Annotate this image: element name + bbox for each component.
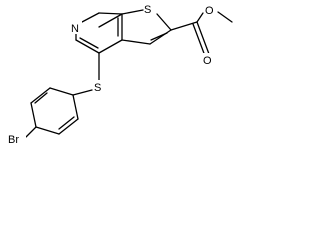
bond-ar5-ar6-double (58, 116, 75, 130)
bond-carbonyl-o-double-b (192, 23, 206, 57)
bond-ar4-br (25, 126, 37, 138)
methyl-ester-group (170, 11, 233, 57)
bond-s-c2 (156, 13, 172, 31)
bond-carbonyl-o-double-a (196, 21, 210, 55)
bond-c7-c7a-top (98, 12, 123, 15)
atom-labels: N S S O O Br (8, 2, 215, 146)
bond-c3-c3a (121, 39, 151, 45)
bond-c7a-s (121, 9, 144, 15)
bond-s-aryl (72, 89, 93, 96)
bond-c3a-c4 (98, 39, 123, 54)
bond-c6-c7a (98, 13, 123, 28)
bond-ar5-ar6 (58, 118, 79, 135)
bond-c4-c5 (75, 39, 100, 54)
nitrogen-label: N (71, 23, 79, 35)
molecule-structure-diagram: N S S O O Br (8, 2, 233, 146)
thiophene-ring (121, 9, 172, 45)
bond-ar6-ar1 (72, 94, 79, 120)
ester-oxygen-label: O (205, 5, 214, 17)
bond-ar4-ar5 (35, 126, 60, 135)
bond-n-c7 (81, 12, 100, 23)
bond-o-methyl (217, 11, 233, 23)
ring-sulfur-label: S (144, 4, 151, 16)
bond-ar2-ar3 (30, 87, 51, 104)
bond-c2-c3 (149, 29, 172, 45)
pyridine-ring (75, 12, 123, 54)
bromine-label: Br (8, 134, 19, 146)
bond-c4-c5-double (79, 37, 99, 49)
bond-carbonyl-o-ester (196, 12, 204, 23)
bond-ar2-ar3-double (34, 92, 48, 104)
bromophenyl-thioether (25, 52, 100, 138)
bond-ar1-ar2 (49, 87, 74, 96)
bond-c2-c3-double (150, 32, 168, 41)
carbonyl-oxygen-label: O (203, 55, 212, 67)
bond-ar3-ar4 (30, 102, 37, 128)
bond-c2-carbonyl (170, 21, 198, 31)
thioether-sulfur-label: S (94, 82, 101, 94)
